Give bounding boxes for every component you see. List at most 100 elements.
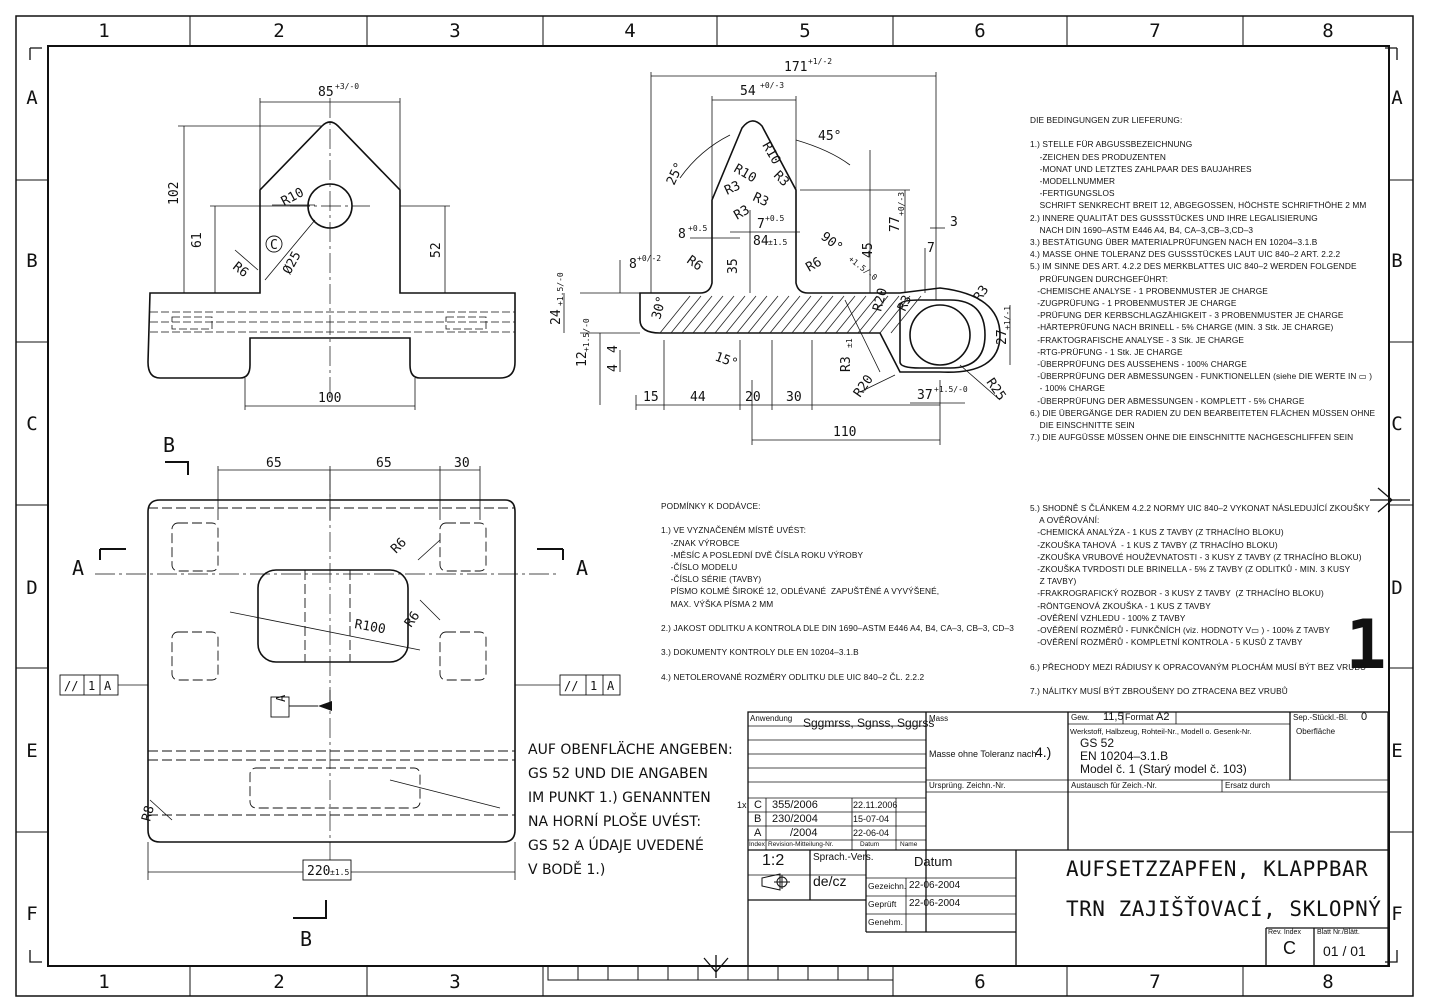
note-line: 2.) INNERE QUALITÄT DES GUSSSTÜCKES UND … [1030,212,1318,223]
row-label-right: F [1391,903,1402,925]
note-line: AUF OBENFLÄCHE ANGEBEN: [528,742,733,758]
row-label-right: D [1391,577,1402,599]
radius-r6b: R6 [804,255,825,276]
angle-90: 90° [818,229,846,255]
tb-sprach-label: Sprach.-Vers. [813,852,874,863]
delivery-conditions-cz-part2: 5.) SHODNĚ S ČLÁNKEM 4.2.2 NORMY UIC 840… [1030,502,1370,697]
tb-title-de: AUFSETZZAPFEN, KLAPPBAR [1066,857,1369,881]
note-line: 6.) DIE ÜBERGÄNGE DER RADIEN ZU DEN BEAR… [1030,407,1376,418]
plan-dimension-text: 65 65 30 R6 R6 R100 R8 [139,456,469,823]
plan-view [147,499,516,843]
dim-84-tol: ±1.5 [768,238,787,247]
tb-rev-header-date: Datum [860,841,880,848]
dim-61: 61 [190,232,205,248]
note-line: PRÜFUNGEN DURCHGEFÜHRT: [1030,273,1169,284]
note-line: -FRAKROGRAFICKÝ ROZBOR - 3 KUSY Z TAVBY … [1030,588,1324,599]
dim-20: 20 [745,390,761,405]
note-line: -MĚSÍC A POSLEDNÍ DVĚ ČÍSLA ROKU VÝROBY [661,549,864,560]
radius-r3c: R3 [770,168,792,190]
dim-100: 100 [318,391,341,406]
note-line: 5.) SHODNĚ S ČLÁNKEM 4.2.2 NORMY UIC 840… [1030,503,1370,513]
dim-7: 7 [927,241,935,256]
note-line: -ZEICHEN DES PRODUZENTEN [1030,151,1167,162]
hatch-line [780,295,812,334]
front-outline [147,121,516,379]
col-label-bottom: 2 [273,971,284,993]
note-line: -CHEMISCHE ANALYSE - 1 PROBENMUSTER JE C… [1030,285,1268,296]
dim-54: 54 [740,84,756,99]
casting-mark: C [270,238,278,253]
note-line: 1.) STELLE FÜR ABGUSSBEZEICHNUNG [1030,139,1193,150]
plan-outline [147,499,516,843]
centering-marks [29,47,1410,978]
tb-rev-text: 355/2006 [772,799,818,811]
note-line: 7.) DIE AUFGÜSSE MÜSSEN OHNE DIE EINSCHN… [1030,432,1354,443]
note-line: -MONAT UND LETZTES ZAHLPAAR DES BAUJAHRE… [1030,163,1252,174]
section-cut-markers [99,461,564,919]
hatch-line [879,295,911,334]
note-line: -ÜBERPRÜFUNG DES AUSSEHENS - 100% CHARGE [1030,359,1247,370]
dim-85-tol: +3/-0 [335,82,359,91]
section-label-b-bottom: B [300,927,312,951]
dim-dia25: Ø25 [280,249,304,277]
section-view [639,120,1001,373]
hatch-line [791,295,823,334]
radius-r8: R8 [139,804,158,823]
hatch-line [824,295,856,334]
radius-r20a: R20 [870,286,891,313]
row-label-left: E [26,740,37,762]
fcf-datum: A [104,679,112,693]
note-line: -ČÍSLO MODELU [661,562,738,573]
plan-dimension-lines [118,466,560,880]
angle-45: 45° [818,129,841,144]
dim-8b-tol: +0/-2 [637,254,661,263]
section-hatch [659,295,922,334]
note-line: 6.) PŘECHODY MEZI RÁDIUSY K OPRACOVANÝM … [1030,661,1367,672]
note-line: - 100% CHARGE [1030,383,1106,394]
note-line: 4.) NETOLEROVANÉ ROZMĚRY ODLITKU DLE UIC… [661,671,925,682]
note-line: DIE BEDINGUNGEN ZUR LIEFERUNG: [1030,115,1183,125]
hatch-line [692,295,724,334]
zone-labels: 1 2 3 4 5 6 7 8 1 2 3 6 7 8 A B C D E F … [26,20,1403,993]
hatch-line [736,295,768,334]
front-view [147,98,516,400]
note-line: -HÄRTEPRÜFUNG NACH BRINELL - 5% CHARGE (… [1030,322,1334,333]
datum-letter: A [274,694,288,702]
dim-30: 30 [786,390,802,405]
angle-30: 30° [649,294,670,321]
tb-werkstoff-line2: EN 10204–3.1.B [1080,749,1169,763]
tb-rev-header-text: Revision-Mitteilung-Nr. [768,841,834,848]
note-line: -FRAKTOGRAFISCHE ANALYSE - 3 Stk. JE CHA… [1030,334,1245,345]
dim-27: 27 [995,329,1010,345]
tb-mass-note: Masse ohne Toleranz nach [929,749,1037,759]
tb-title-cz: TRN ZAJIŠŤOVACÍ, SKLOPNÝ [1066,897,1382,921]
note-line: 3.) DOKUMENTY KONTROLY DLE EN 10204–3.1.… [661,647,859,658]
radius-r3d: R3 [732,203,753,224]
col-label-top: 4 [624,20,635,42]
radius-r3f: R3 [971,283,992,304]
section-label-a-left: A [72,556,84,580]
tb-gezeichn-label: Gezeichn. [868,881,907,891]
col-label-top: 7 [1149,20,1160,42]
section-dimension-lines [563,72,1011,445]
row-label-left: B [26,250,37,272]
dim-52: 52 [429,242,444,258]
front-dimension-lines [178,98,450,410]
col-label-bottom: 6 [974,971,985,993]
row-label-right: E [1391,740,1402,762]
tb-scale: 1:2 [762,852,785,869]
note-line: 4.) MASSE OHNE TOLERANZ DES GUSSSTÜCKES … [1030,249,1341,260]
dim-110: 110 [833,425,856,440]
note-line: -ČÍSLO SÉRIE (TAVBY) [661,574,762,585]
note-line: -OVĚŘENÍ ROZMĚRŮ - KOMPLETNÍ KONTROLA - … [1030,637,1303,648]
note-line: 2.) JAKOST ODLITKU A KONTROLA DLE DIN 16… [661,623,1014,634]
fcf-parallel-symbol: // [564,679,578,693]
delivery-conditions-de: DIE BEDINGUNGEN ZUR LIEFERUNG: 1.) STELL… [1030,114,1375,443]
radius-r20b: R20 [851,372,877,400]
tb-rev-index: B [754,813,762,825]
tb-werkstoff-label: Werkstoff, Halbzeug, Rohteil-Nr., Modell… [1070,727,1252,736]
note-line: -OVĚŘENÍ VZHLEDU - 100% Z TAVBY [1030,612,1186,623]
dim-24: 24 [549,309,564,325]
tb-rev-header-name: Name [900,841,918,848]
col-label-bottom: 8 [1322,971,1333,993]
